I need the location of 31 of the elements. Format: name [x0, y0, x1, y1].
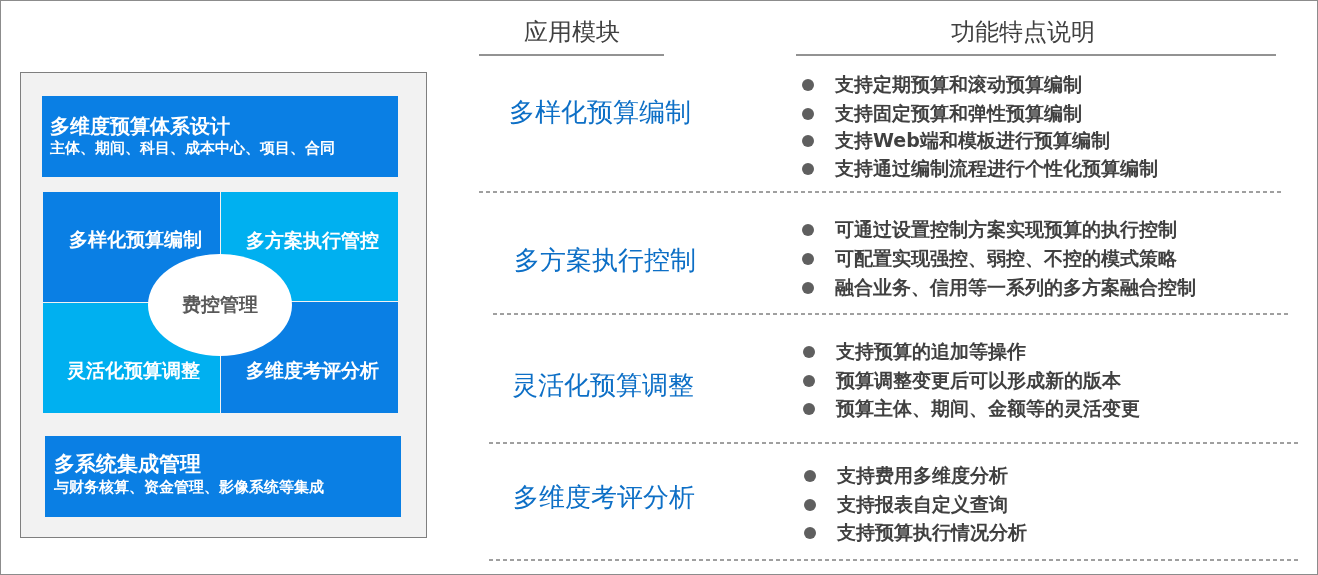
feature-text: 支持报表自定义查询: [837, 494, 1008, 516]
box-subtitle: 主体、期间、科目、成本中心、项目、合同: [50, 140, 335, 158]
module-name: 多方案执行控制: [514, 246, 696, 276]
tile-label: 多方案执行管控: [245, 230, 379, 252]
feature-text: 支持预算执行情况分析: [837, 522, 1027, 544]
box-title: 多维度预算体系设计: [50, 114, 230, 138]
feature-text: 支持费用多维度分析: [837, 465, 1008, 487]
tile-label: 多样化预算编制: [68, 229, 202, 251]
feature-text: 支持定期预算和滚动预算编制: [835, 74, 1082, 96]
ellipse-label: 费控管理: [182, 294, 258, 316]
panel: [20, 72, 427, 538]
tile-label: 多维度考评分析: [245, 360, 379, 382]
box-subtitle: 与财务核算、资金管理、影像系统等集成: [54, 479, 324, 497]
module-name: 多维度考评分析: [513, 483, 695, 513]
feature-text: 支持预算的追加等操作: [836, 341, 1026, 363]
module-name: 多样化预算编制: [509, 98, 691, 128]
module-name: 灵活化预算调整: [512, 371, 694, 401]
feature-text: 支持固定预算和弹性预算编制: [835, 103, 1082, 125]
tile-label: 灵活化预算调整: [66, 360, 200, 382]
feature-text: 融合业务、信用等一系列的多方案融合控制: [835, 277, 1196, 299]
box-title: 多系统集成管理: [54, 451, 201, 477]
feature-text: 预算调整变更后可以形成新的版本: [836, 370, 1121, 392]
title-box: [45, 436, 401, 517]
column-header: 应用模块: [524, 19, 620, 47]
feature-text: 支持通过编制流程进行个性化预算编制: [835, 158, 1158, 180]
column-header: 功能特点说明: [951, 19, 1095, 47]
feature-text: 支持Web端和模板进行预算编制: [835, 130, 1110, 152]
feature-text: 可配置实现强控、弱控、不控的模式策略: [835, 248, 1177, 270]
title-box: [42, 96, 398, 177]
feature-text: 可通过设置控制方案实现预算的执行控制: [835, 219, 1177, 241]
feature-text: 预算主体、期间、金额等的灵活变更: [836, 398, 1140, 420]
